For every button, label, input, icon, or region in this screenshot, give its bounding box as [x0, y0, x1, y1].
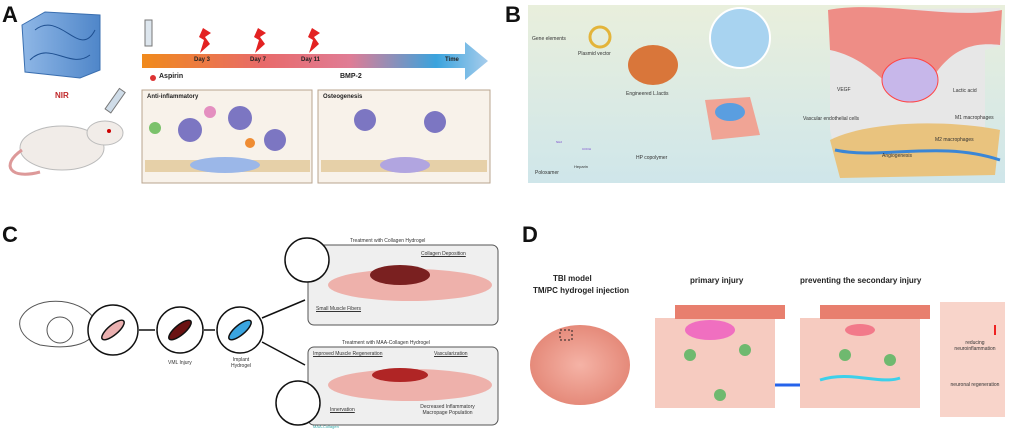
nh2-label: NH2 [556, 140, 563, 144]
neuronal-label: neuronal regeneration [950, 382, 1000, 388]
mouse-outline-c [19, 300, 96, 348]
aspirin-label: Aspirin [159, 73, 184, 80]
tbi-label: TBI model [553, 274, 592, 283]
day-label: Day 7 [250, 57, 267, 63]
preventing-label: preventing the secondary injury [800, 276, 922, 285]
vascularization-label: Vascularization [434, 351, 468, 357]
process-circles [87, 304, 264, 356]
panel-label-d: D [522, 222, 538, 247]
day-label: Day 3 [194, 57, 211, 63]
m1-label: M1 macrophages [955, 115, 994, 121]
plasmid-label: Plasmid vector [578, 51, 611, 57]
primary-injury-label: primary injury [690, 276, 744, 285]
summary-panel [940, 302, 1005, 417]
lactis-label: Engineered L.lactis [626, 91, 669, 97]
panel-label-b: B [505, 2, 521, 27]
muscle-2 [328, 369, 492, 401]
angiogenesis-label: Angiogenesis [882, 153, 913, 159]
plasmid-icon [588, 25, 612, 49]
skin-block [705, 97, 760, 140]
collagen-title: Treatment with Collagen Hydrogel [350, 238, 426, 244]
engineered-lactis [628, 45, 678, 85]
recovery-block [800, 305, 930, 408]
heparin-label: Heparin [574, 164, 589, 169]
improved-label: Improved Muscle Regeneration [313, 351, 383, 357]
reducing-label: reducing neuroinflammation [954, 340, 996, 352]
time-label: Time [445, 57, 459, 63]
bmp2-label: BMP-2 [340, 73, 362, 80]
maa-collagen-label: MAA-Collagen [313, 424, 339, 429]
zoom-circle [709, 7, 771, 69]
timeline-arrow [142, 42, 488, 80]
aspirin-icon [150, 75, 156, 81]
lightning-icons [199, 28, 320, 53]
vegf-label: VEGF [837, 87, 851, 93]
small-fibers-label: Small Muscle Fibers [316, 306, 362, 312]
lactic-acid-label: Lactic acid [953, 88, 977, 94]
m2-label: M2 macrophages [935, 137, 974, 143]
vec-label: Vascular endothelial cells [803, 116, 860, 122]
hp-copolymer-label: HP copolymer [636, 155, 668, 161]
collagen-inset [284, 237, 330, 283]
hydrogel-cube [21, 11, 101, 79]
innervation-label: Innervation [330, 407, 355, 413]
mouse-a [8, 120, 124, 176]
cooh-label: COOH [582, 147, 591, 151]
maa-title: Treatment with MAA-Collagen Hydrogel [342, 340, 430, 346]
brain [530, 325, 630, 405]
panel-label-a: A [2, 2, 18, 27]
cells [145, 106, 487, 173]
poloxamer-label: Poloxamer [535, 170, 559, 176]
collagen-deposition-label: Collagen Deposition [421, 251, 466, 257]
muscle-1 [328, 269, 492, 301]
syringe-icon [104, 19, 153, 114]
maa-inset [275, 380, 321, 426]
osteogenesis-label: Osteogenesis [323, 94, 363, 100]
vml-label: VML Injury [168, 360, 192, 366]
process-arrows [139, 299, 306, 366]
tmpc-label: TM/PC hydrogel injection [533, 286, 630, 295]
injury-block [655, 305, 785, 408]
implant-label: Implant Hydrogel [230, 357, 251, 369]
day-label: Day 11 [301, 57, 321, 63]
decreased-label: Decreased Inflammatory Macropage Populat… [420, 404, 475, 416]
panel-label-c: C [2, 222, 18, 247]
gene-elements-label: Gene elements [532, 36, 566, 42]
nir-label: NIR [55, 91, 69, 100]
anti-inflammatory-label: Anti-inflammatory [147, 94, 199, 100]
tissue-block [828, 7, 1002, 178]
